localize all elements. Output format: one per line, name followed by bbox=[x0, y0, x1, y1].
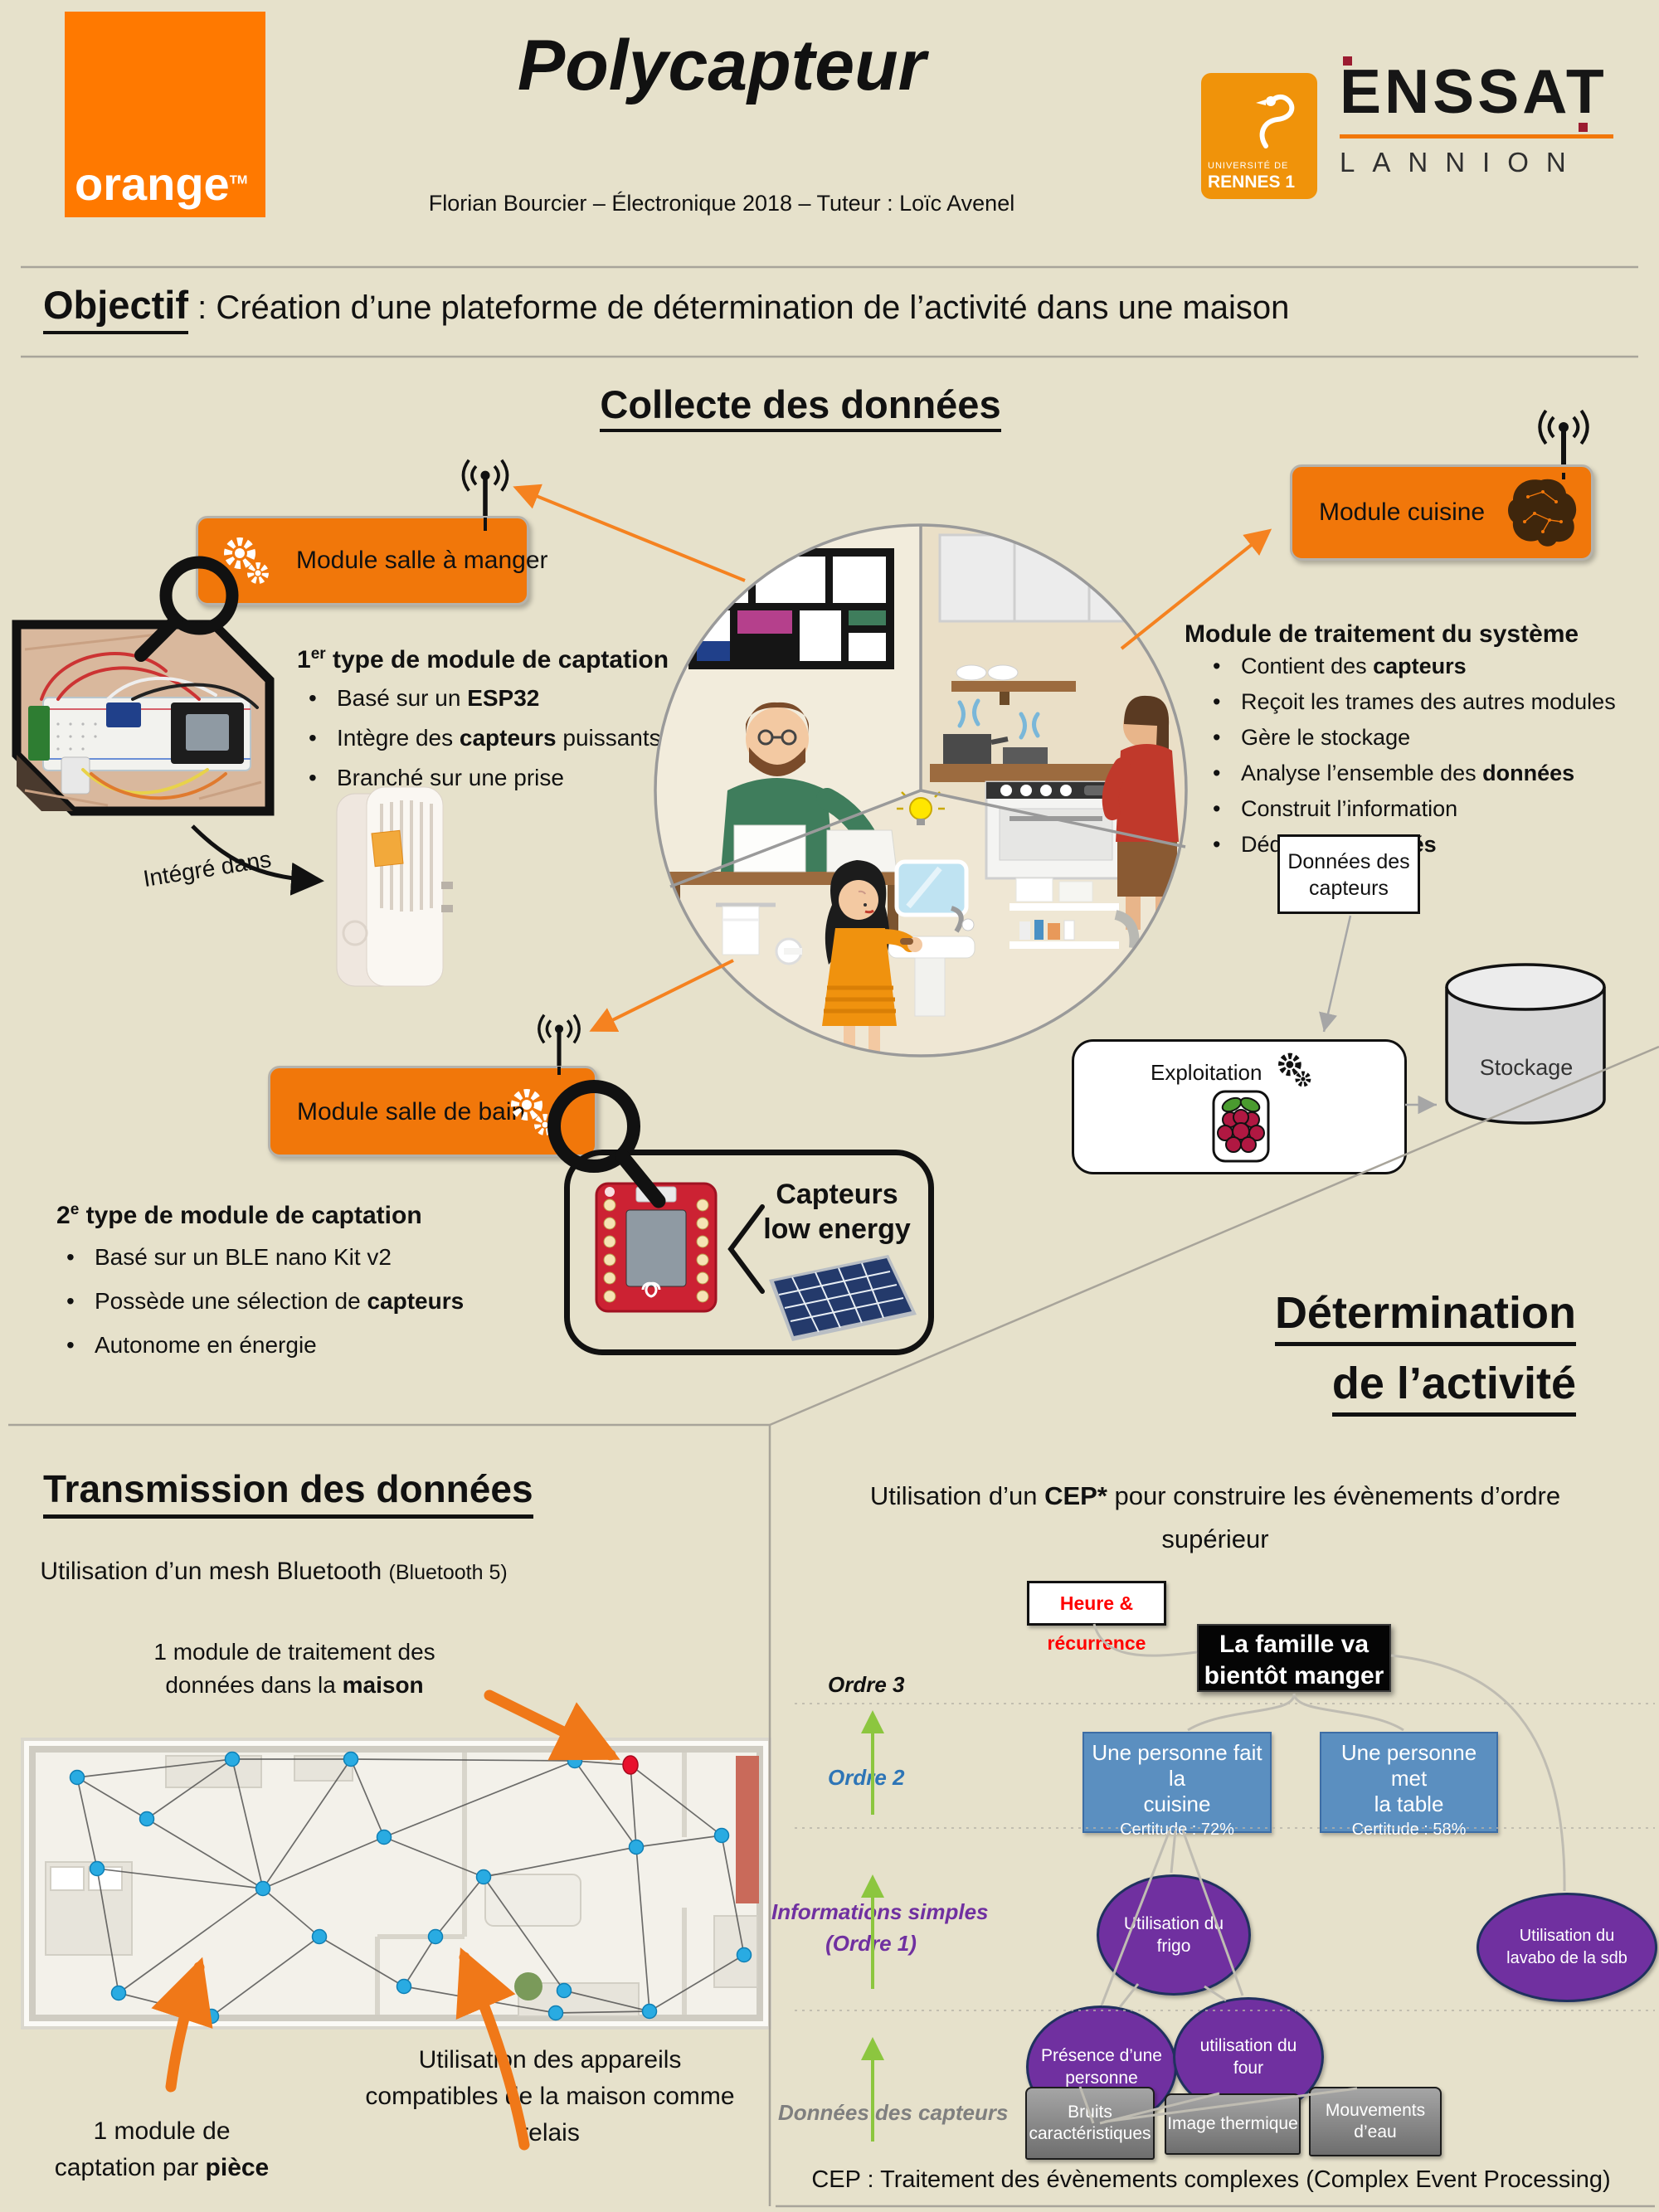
orange-tm: TM bbox=[229, 173, 248, 187]
universite-rennes-logo: UNIVERSITÉ DE RENNES 1 bbox=[1201, 73, 1317, 199]
rennes-line1: UNIVERSITÉ DE bbox=[1208, 161, 1289, 171]
mesh-node-red bbox=[622, 1755, 639, 1775]
type1-bullet: •Intègre des capteurs puissants bbox=[309, 725, 661, 751]
antenna-icon bbox=[538, 1014, 581, 1068]
raspberry-pi-icon bbox=[1212, 1090, 1270, 1163]
exploitation-label: Exploitation bbox=[1151, 1060, 1262, 1085]
module-salle-a-manger-label: Module salle à manger bbox=[296, 547, 548, 574]
stockage-cylinder bbox=[1445, 963, 1606, 1125]
module-salle-de-bain-box: Module salle de bain bbox=[268, 1066, 597, 1157]
ordre1-label: Informations simples(Ordre 1) bbox=[771, 1899, 989, 1956]
gears-icon bbox=[224, 537, 269, 584]
objectif-line: Objectif : Création d’une plateforme de … bbox=[43, 282, 1289, 334]
objectif-text: Création d’une plateforme de déterminati… bbox=[216, 289, 1290, 326]
ble-nano-pcb bbox=[595, 1182, 718, 1313]
ordre3-label: Ordre 3 bbox=[828, 1672, 905, 1697]
rennes-line2: RENNES 1 bbox=[1208, 173, 1296, 192]
mesh-bluetooth-line: Utilisation d’un mesh Bluetooth (Bluetoo… bbox=[40, 1558, 508, 1585]
module-salle-de-bain-label: Module salle de bain bbox=[297, 1098, 526, 1125]
module-cuisine-box: Module cuisine bbox=[1290, 464, 1593, 561]
type1-bullet: •Basé sur un ESP32 bbox=[309, 685, 540, 711]
cep-intro: Utilisation d’un CEP* pour construire le… bbox=[869, 1481, 1561, 1553]
antenna-icon bbox=[461, 459, 509, 518]
type1-bullet: •Branché sur une prise bbox=[309, 765, 564, 790]
type2-bullet: •Possède une sélection de capteurs bbox=[66, 1288, 465, 1314]
page-subtitle: Florian Bourcier – Électronique 2018 – T… bbox=[428, 191, 1015, 216]
ordre2-label: Ordre 2 bbox=[828, 1765, 905, 1790]
heure-recurrence-box: Heure & récurrence bbox=[1027, 1581, 1166, 1654]
objectif-label: Objectif bbox=[43, 282, 188, 334]
type1-title: 1er type de module de captation bbox=[297, 645, 669, 673]
treatment-module-label: 1 module de traitement des données dans … bbox=[153, 1639, 435, 1698]
image-thermique-box: Image thermique bbox=[1165, 2093, 1301, 2155]
module-salle-a-manger-box: Module salle à manger bbox=[196, 516, 548, 605]
chevron-left-icon bbox=[727, 1204, 765, 1294]
traitement-bullet: •Reçoit les trames des autres modules bbox=[1213, 689, 1616, 714]
module-cuisine-label: Module cuisine bbox=[1319, 498, 1486, 526]
traitement-bullet: •Analyse l’ensemble des données bbox=[1213, 761, 1575, 785]
collecte-heading: Collecte des données bbox=[498, 382, 1103, 432]
lannion-text: LANNION bbox=[1340, 147, 1584, 177]
home-activities-illustration bbox=[654, 523, 1188, 1057]
donnees-to-exploitation-arrow bbox=[1319, 915, 1352, 1033]
type2-title: 2e type de module de captation bbox=[56, 1201, 422, 1229]
window-light bbox=[676, 550, 709, 629]
integre-dans-label: Intégré dans bbox=[141, 846, 274, 892]
mouvements-eau-box: Mouvements d’eau bbox=[1309, 2087, 1442, 2156]
orange-logo-text: orangeTM bbox=[75, 158, 248, 210]
enssat-red-mark bbox=[1343, 56, 1352, 66]
circuit-brain-icon bbox=[1508, 479, 1577, 547]
page-title: Polycapteur bbox=[517, 26, 927, 105]
donnees-capteurs-rail-label: Données des capteurs bbox=[778, 2100, 1009, 2125]
cep-footnote: CEP : Traitement des évènements complexe… bbox=[811, 2166, 1611, 2193]
traitement-title: Module de traitement du système bbox=[1185, 620, 1579, 648]
exploitation-box: Exploitation bbox=[1072, 1039, 1407, 1174]
type2-bullet: •Autonome en énergie bbox=[66, 1332, 317, 1358]
enssat-logo: ENSSAT LANNION bbox=[1340, 53, 1622, 178]
rennes-swan-icon bbox=[1256, 94, 1295, 148]
gears-icon bbox=[1278, 1053, 1311, 1087]
enssat-red-mark2 bbox=[1579, 123, 1588, 132]
determination-heading: Détermination de l’activité bbox=[912, 1287, 1576, 1417]
floorplan-mesh bbox=[21, 1738, 771, 2030]
traitement-bullet: •Construit l’information bbox=[1213, 796, 1458, 821]
transmission-heading: Transmission des données bbox=[43, 1466, 533, 1519]
traitement-bullet: •Gère le stockage bbox=[1213, 725, 1411, 750]
esp32-breadboard-photo bbox=[12, 620, 275, 816]
enssat-rule bbox=[1340, 134, 1613, 139]
type2-bullet: •Basé sur un BLE nano Kit v2 bbox=[66, 1244, 392, 1270]
orange-logo: orangeTM bbox=[65, 12, 265, 217]
captation-module-label: 1 module de captation par pièce bbox=[54, 2117, 270, 2181]
stockage-label: Stockage bbox=[1479, 1055, 1574, 1080]
enssat-text: ENSSAT bbox=[1340, 56, 1608, 126]
traitement-bullet: •Contient des capteurs bbox=[1213, 654, 1467, 678]
solar-panel bbox=[769, 1255, 917, 1341]
cpl-plug-device bbox=[336, 786, 453, 987]
gears-icon bbox=[511, 1089, 556, 1135]
